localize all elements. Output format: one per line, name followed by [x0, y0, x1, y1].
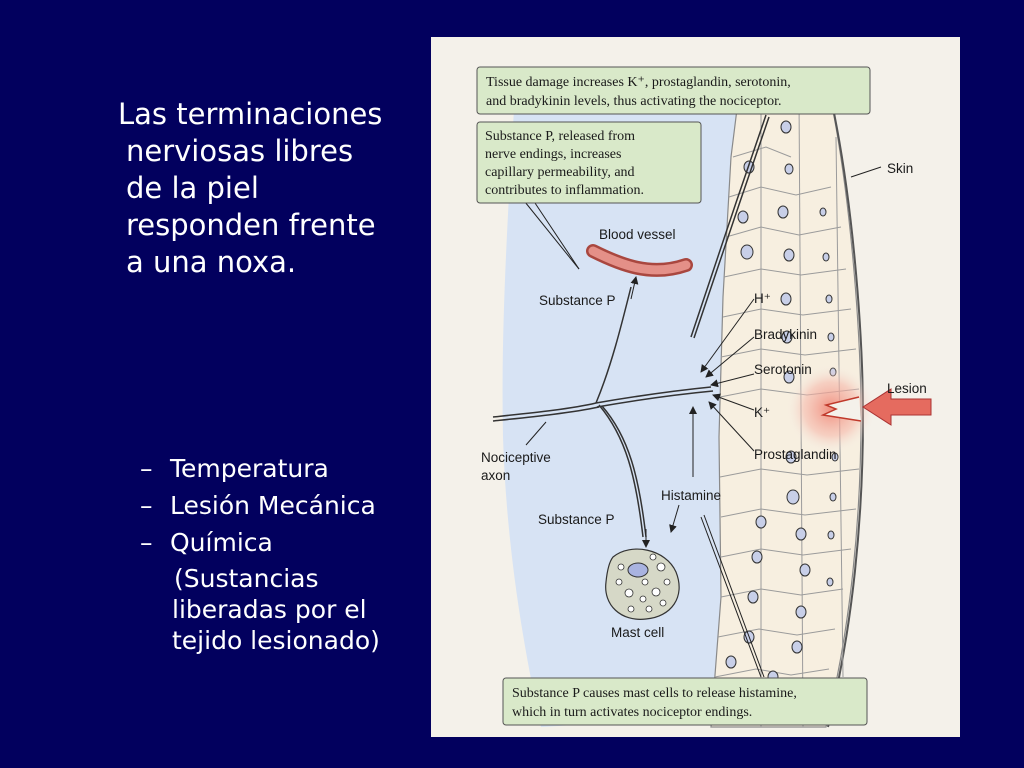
bottom-callout-line: which in turn activates nociceptor endin…	[512, 705, 752, 720]
top-callout-line: Tissue damage increases K⁺, prostaglandi…	[486, 75, 791, 90]
bullet-dash: –	[140, 491, 153, 520]
top-callout-box	[476, 66, 871, 115]
bullet-item-quimica: –Química	[140, 524, 420, 561]
bullet-dash: –	[140, 454, 153, 483]
substance-p-callout-line: nerve endings, increases	[485, 147, 621, 162]
bullet-note-line: tejido lesionado)	[172, 626, 380, 655]
nociceptive-axon	[492, 114, 770, 538]
label-nociceptive-axon-line2: axon	[481, 468, 510, 483]
bullet-note-line: liberadas por el	[172, 595, 367, 624]
bullet-list: –Temperatura –Lesión Mecánica –Química	[140, 450, 420, 561]
substance-p-callout-line: capillary permeability, and	[485, 165, 635, 180]
lesion-wound	[820, 396, 862, 422]
lesion-arrow	[862, 388, 932, 426]
bullet-item-temperatura: –Temperatura	[140, 450, 420, 487]
nociceptor-diagram: Tissue damage increases K⁺, prostaglandi…	[476, 66, 932, 728]
substance-p-callout-line: Substance P, released from	[485, 129, 635, 144]
mast-cell	[605, 548, 680, 620]
top-callout-line: and bradykinin levels, thus activating t…	[486, 94, 781, 109]
chemical-arrows	[669, 298, 755, 533]
tissue-region	[502, 77, 741, 727]
label-blood-vessel: Blood vessel	[599, 227, 676, 242]
bullet-label: Temperatura	[170, 454, 329, 483]
main-statement-text: Las terminaciones nerviosas libres de la…	[118, 97, 383, 279]
label-mast-cell: Mast cell	[611, 625, 664, 640]
bullet-item-lesion-mecanica: –Lesión Mecánica	[140, 487, 420, 524]
label-k-plus: K⁺	[754, 405, 770, 420]
label-nociceptive-axon-line1: Nociceptive	[481, 450, 551, 465]
bullet-label: Química	[170, 528, 273, 557]
label-bradykinin: Bradykinin	[754, 327, 817, 342]
label-substance-p-upper: Substance P	[539, 293, 616, 308]
bullet-note-line: (Sustancias	[174, 564, 319, 593]
main-statement: Las terminaciones nerviosas libres de la…	[118, 96, 398, 281]
bullet-label: Lesión Mecánica	[170, 491, 376, 520]
callout-pointers	[520, 166, 882, 678]
bullet-dash: –	[140, 528, 153, 557]
bullet-note: (Sustancias liberadas por el tejido lesi…	[172, 563, 412, 656]
substance-p-callout-line: contributes to inflammation.	[485, 183, 644, 198]
label-skin: Skin	[887, 161, 913, 176]
nociceptor-figure: Tissue damage increases K⁺, prostaglandi…	[431, 37, 960, 737]
substance-p-callout-box	[476, 121, 702, 204]
label-prostaglandin: Prostaglandin	[754, 447, 837, 462]
bottom-callout-line: Substance P causes mast cells to release…	[512, 686, 797, 701]
label-substance-p-lower: Substance P	[538, 512, 615, 527]
lesion-glow	[786, 364, 876, 454]
bottom-callout-box	[502, 677, 868, 726]
label-histamine: Histamine	[661, 488, 721, 503]
label-serotonin: Serotonin	[754, 362, 812, 377]
label-lesion: Lesion	[887, 381, 927, 396]
label-h-plus: H⁺	[754, 291, 771, 306]
